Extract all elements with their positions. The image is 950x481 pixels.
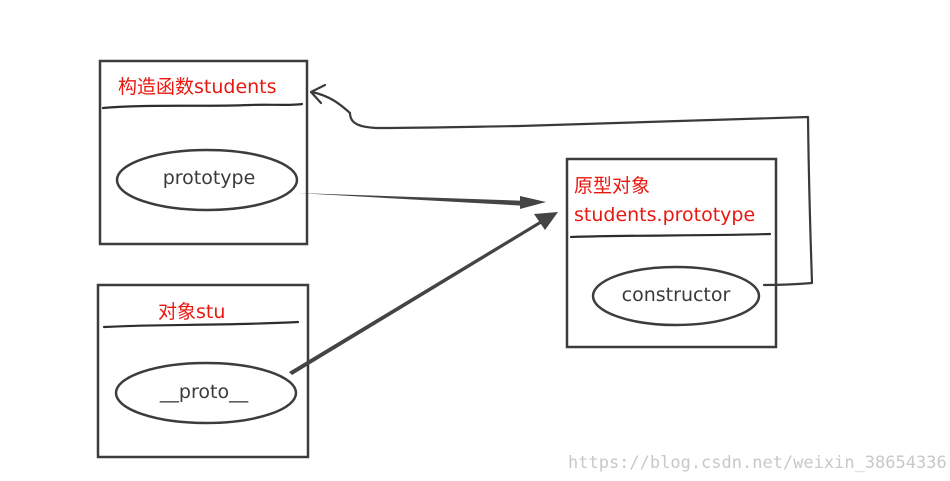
constructor-field-label: constructor	[622, 284, 731, 306]
constructor-box-title: 构造函数students	[118, 76, 277, 98]
constructor-box: 构造函数students prototype	[98, 59, 309, 246]
constructor-return-path	[310, 90, 814, 287]
watermark-text: https://blog.csdn.net/weixin_38654336	[568, 453, 947, 473]
prototype-object-box-border	[565, 157, 778, 349]
proto-field-ellipse	[114, 361, 298, 425]
constructor-to-function-arrow	[309, 83, 814, 287]
constructor-return-arrowhead	[309, 83, 327, 105]
prototype-object-underline	[569, 232, 772, 239]
proto-arrow-shaft	[289, 216, 548, 375]
instance-box-title: 对象stu	[158, 301, 225, 323]
proto-to-object-arrow	[289, 212, 558, 375]
instance-box: 对象stu __proto__	[96, 283, 310, 459]
instance-box-underline	[102, 320, 300, 329]
proto-arrow-head	[534, 212, 558, 230]
prototype-to-object-arrow	[297, 193, 546, 209]
prototype-arrow-head	[520, 196, 546, 209]
constructor-field-ellipse	[591, 265, 761, 327]
constructor-box-underline	[101, 102, 304, 110]
prototype-object-title-line2: students.prototype	[574, 204, 755, 226]
prototype-object-title-line1: 原型对象	[574, 175, 650, 197]
prototype-field-label: prototype	[163, 167, 256, 189]
prototype-object-box: 原型对象 students.prototype constructor	[565, 157, 778, 349]
prototype-field-ellipse	[115, 148, 299, 212]
prototype-arrow-shaft	[297, 193, 530, 206]
instance-box-border	[96, 283, 310, 459]
proto-field-label: __proto__	[159, 381, 249, 403]
constructor-box-border	[98, 59, 309, 246]
